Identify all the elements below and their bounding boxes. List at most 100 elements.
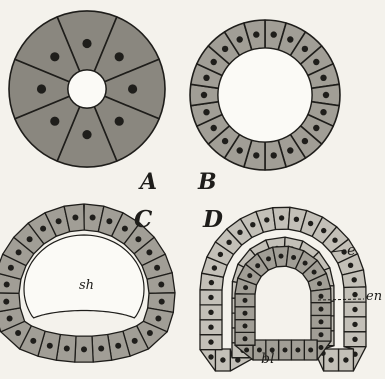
cell-nucleus — [82, 39, 91, 48]
blastocoel-cavity — [218, 48, 312, 142]
cell-nucleus — [302, 138, 308, 144]
cell-nucleus — [208, 310, 213, 315]
cell-nucleus — [313, 125, 319, 131]
cell-nucleus — [343, 357, 348, 362]
cavity-sh-label: sh — [79, 279, 94, 292]
cell-nucleus — [243, 324, 248, 329]
cell-nucleus — [319, 307, 324, 312]
panel-b-label: B — [198, 171, 217, 193]
cell-nucleus — [203, 109, 209, 115]
cell-nucleus — [3, 299, 9, 305]
cell-nucleus — [4, 282, 10, 288]
cell-nucleus — [50, 52, 59, 61]
cell-nucleus — [287, 36, 293, 42]
cell-nucleus — [317, 281, 322, 286]
cell-nucleus — [16, 249, 22, 255]
cell-nucleus — [155, 316, 161, 322]
panel-d-gastrula — [200, 207, 366, 371]
cell-nucleus — [283, 348, 288, 353]
cell-nucleus — [237, 147, 243, 153]
cell-nucleus — [158, 282, 164, 288]
cell-nucleus — [135, 236, 141, 242]
cell-nucleus — [279, 254, 284, 259]
cell-nucleus — [209, 280, 214, 285]
cell-nucleus — [15, 330, 21, 336]
cell-nucleus — [352, 337, 357, 342]
cell-nucleus — [308, 348, 313, 353]
cell-nucleus — [271, 31, 277, 37]
cell-nucleus — [243, 285, 248, 290]
panel-a-eight-cell-ring — [9, 11, 165, 167]
cell-nucleus — [332, 238, 337, 243]
cell-nucleus — [222, 138, 228, 144]
cell-nucleus — [90, 215, 96, 221]
cell-nucleus — [132, 338, 138, 344]
cell-nucleus — [218, 252, 223, 257]
cell-nucleus — [208, 325, 213, 330]
cell-nucleus — [50, 117, 59, 126]
cell-nucleus — [319, 319, 324, 324]
cell-nucleus — [212, 265, 217, 270]
cell-nucleus — [319, 345, 324, 350]
cell-nucleus — [56, 218, 62, 224]
cell-nucleus — [243, 336, 248, 341]
cell-nucleus — [128, 84, 137, 93]
cell-nucleus — [352, 322, 357, 327]
cell-nucleus — [211, 59, 217, 65]
cell-nucleus — [294, 217, 299, 222]
cell-nucleus — [208, 295, 213, 300]
cavity-bl-label: bl — [261, 352, 274, 366]
cell-nucleus — [308, 221, 313, 226]
cell-nucleus — [250, 222, 255, 227]
cell-nucleus — [348, 263, 353, 268]
cell-nucleus — [222, 46, 228, 52]
panel-a-label: A — [140, 171, 157, 193]
cell-nucleus — [154, 265, 160, 271]
cell-nucleus — [266, 256, 271, 261]
cell-nucleus — [82, 130, 91, 139]
cell-nucleus — [321, 228, 326, 233]
cell-nucleus — [328, 357, 333, 362]
cell-nucleus — [98, 346, 104, 352]
cell-nucleus — [220, 357, 225, 362]
inner-layer-en-label: en — [366, 290, 382, 303]
cell-nucleus — [352, 277, 357, 282]
cell-nucleus — [312, 270, 317, 275]
cell-nucleus — [226, 240, 231, 245]
panel-b-blastula-ring — [190, 20, 340, 170]
cell-nucleus — [30, 338, 36, 344]
cell-nucleus — [106, 218, 112, 224]
cell-nucleus — [27, 236, 33, 242]
cell-nucleus — [243, 298, 248, 303]
cavity-sh — [24, 235, 144, 318]
cell-nucleus — [253, 31, 259, 37]
cell-nucleus — [287, 147, 293, 153]
cell-nucleus — [313, 59, 319, 65]
cell-nucleus — [291, 255, 296, 260]
cell-nucleus — [37, 84, 46, 93]
cell-nucleus — [320, 75, 326, 81]
cell-nucleus — [264, 217, 269, 222]
cell-nucleus — [319, 294, 324, 299]
cell-nucleus — [211, 125, 217, 131]
cell-nucleus — [295, 348, 300, 353]
cell-nucleus — [201, 92, 207, 98]
cell-nucleus — [208, 354, 213, 359]
cell-nucleus — [208, 339, 213, 344]
cell-nucleus — [122, 226, 128, 232]
cell-nucleus — [243, 311, 248, 316]
cell-nucleus — [255, 263, 260, 268]
cell-nucleus — [253, 152, 259, 158]
cell-nucleus — [323, 92, 329, 98]
cell-nucleus — [72, 215, 78, 221]
cell-nucleus — [64, 346, 70, 352]
cell-nucleus — [7, 316, 13, 322]
cell-nucleus — [319, 332, 324, 337]
cell-nucleus — [81, 346, 87, 352]
cell-nucleus — [247, 273, 252, 278]
cell-nucleus — [47, 343, 53, 349]
cell-nucleus — [352, 292, 357, 297]
cell-nucleus — [352, 307, 357, 312]
